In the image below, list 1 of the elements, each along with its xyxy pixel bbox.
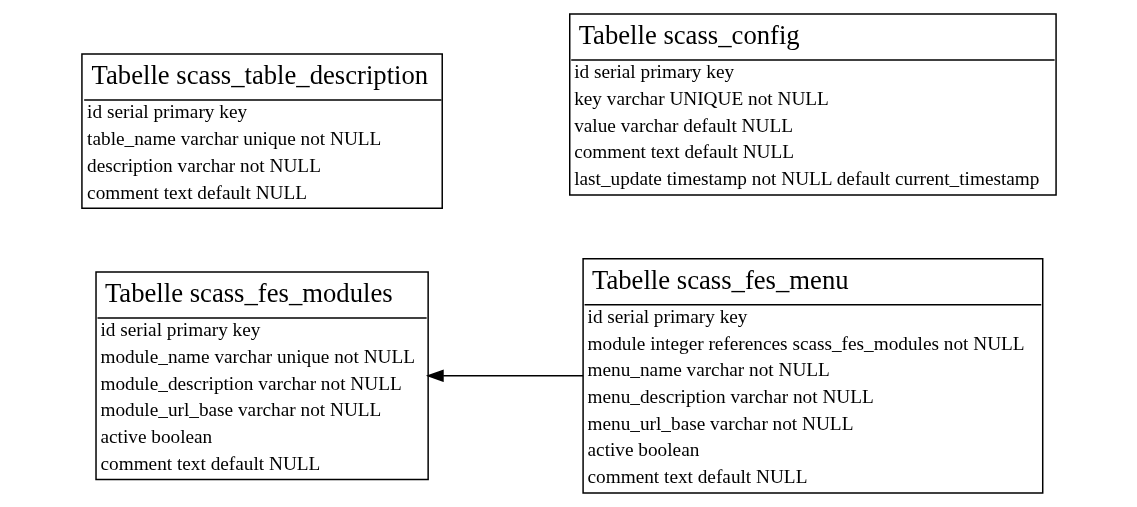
arrow [425, 369, 584, 383]
